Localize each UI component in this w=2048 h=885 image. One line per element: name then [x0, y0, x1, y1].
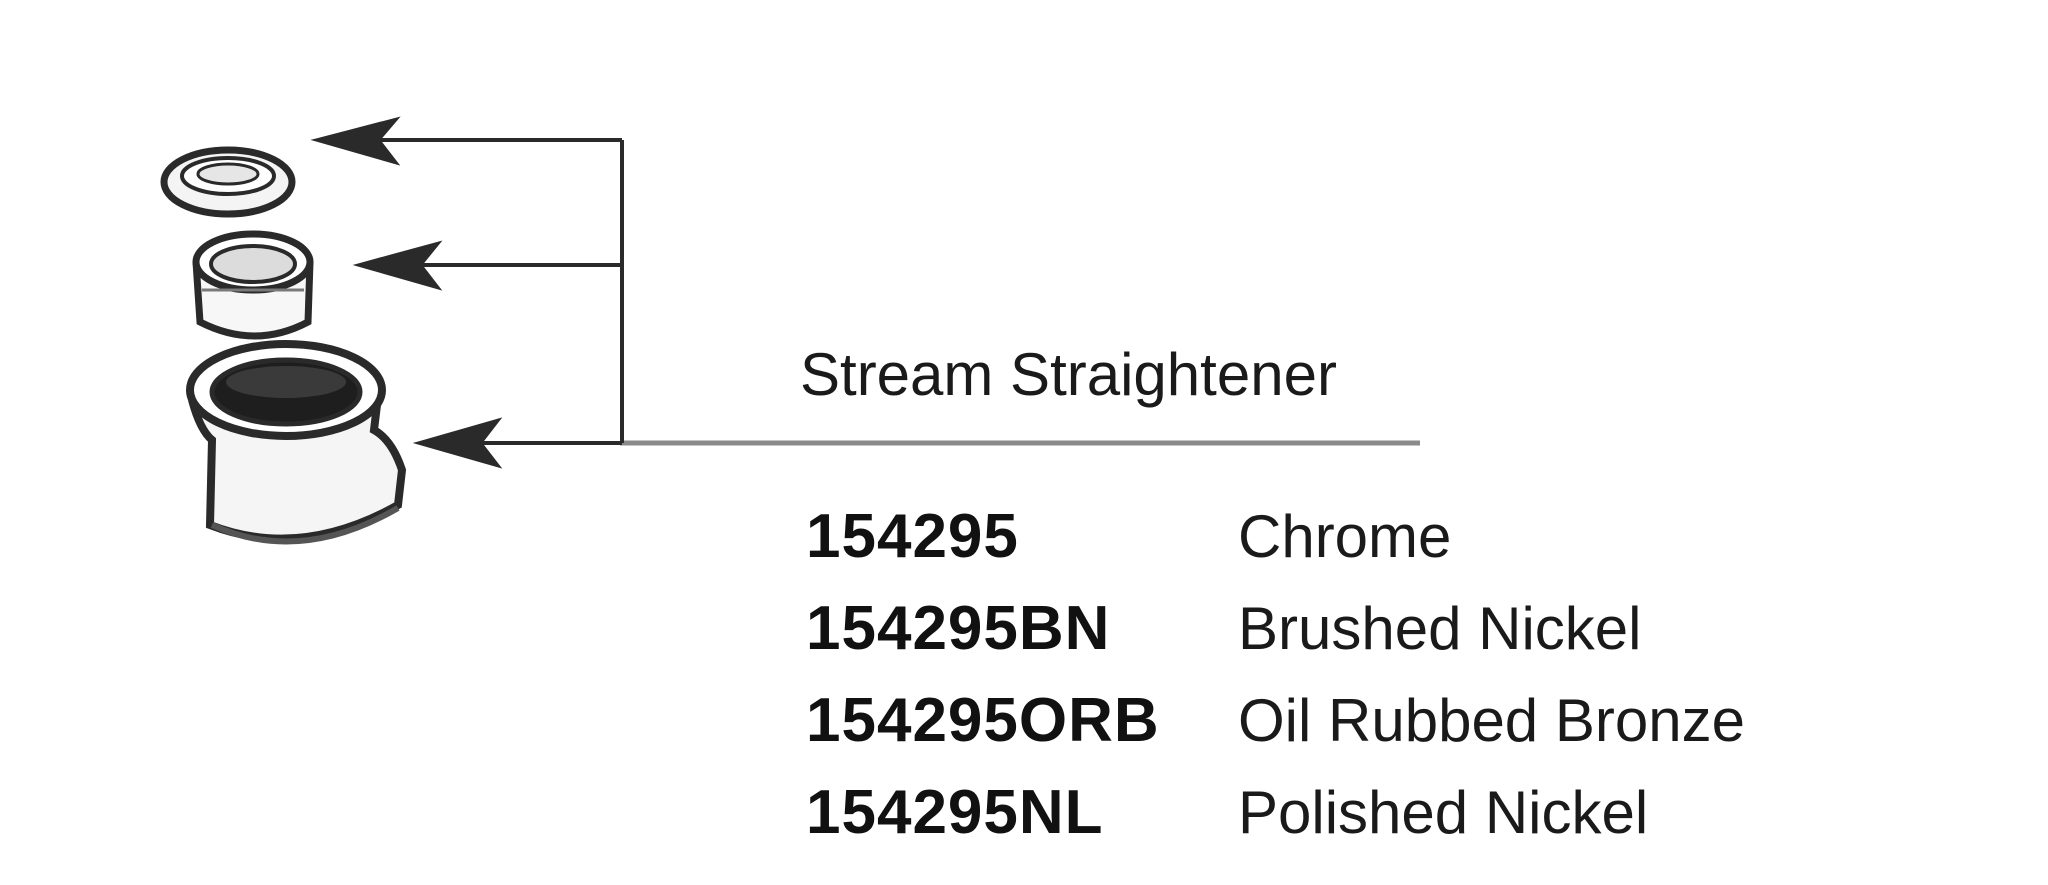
aerator-illustration	[160, 146, 407, 545]
washer-part	[160, 146, 296, 218]
finish-name: Polished Nickel	[1238, 778, 1649, 846]
part-number: 154295ORB	[806, 685, 1160, 755]
finish-row-chrome: 154295 Chrome	[806, 490, 1745, 582]
finish-name: Brushed Nickel	[1238, 594, 1642, 662]
finish-list: 154295 Chrome 154295BN Brushed Nickel 15…	[806, 490, 1745, 858]
finish-name: Oil Rubbed Bronze	[1238, 686, 1745, 754]
part-number: 154295	[806, 501, 1019, 571]
arrowhead-insert	[352, 240, 443, 291]
insert-part	[192, 230, 314, 340]
bracket-arrows	[310, 116, 624, 469]
part-title: Stream Straightener	[800, 341, 1337, 408]
finish-row-polished-nickel: 154295NL Polished Nickel	[806, 766, 1745, 858]
arrowhead-housing	[412, 417, 503, 469]
finish-name: Chrome	[1238, 502, 1452, 570]
arrowhead-washer	[310, 116, 401, 166]
housing-part	[186, 340, 407, 545]
finish-row-oil-rubbed-bronze: 154295ORB Oil Rubbed Bronze	[806, 674, 1745, 766]
part-number: 154295BN	[806, 593, 1111, 663]
part-number: 154295NL	[806, 777, 1104, 847]
finish-row-brushed-nickel: 154295BN Brushed Nickel	[806, 582, 1745, 674]
